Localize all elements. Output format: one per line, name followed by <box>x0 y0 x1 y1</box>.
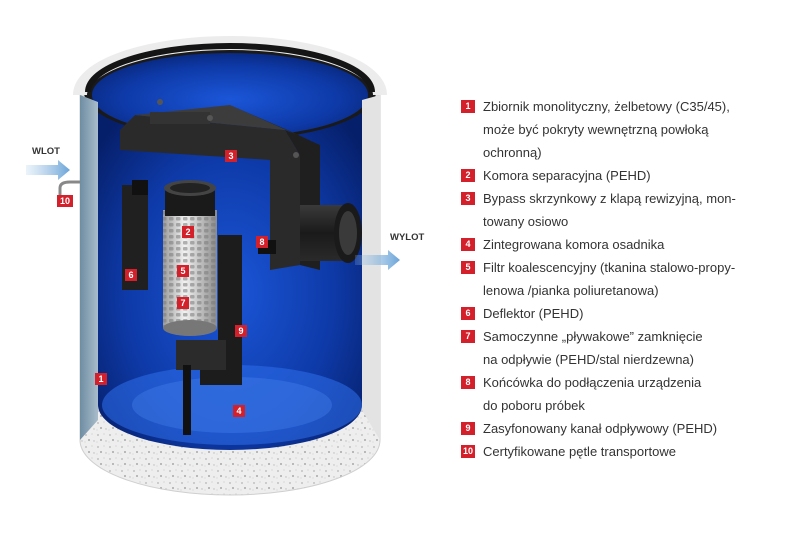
legend-list: 1 Zbiornik monolityczny, żelbetowy (C35/4… <box>461 95 791 463</box>
badge-4: 4 <box>233 405 245 417</box>
legend-text: Komora separacyjna (PEHD) <box>483 168 651 183</box>
coalescing-filter <box>163 180 217 336</box>
svg-text:3: 3 <box>228 151 233 161</box>
badge-1: 1 <box>95 373 107 385</box>
legend-number: 2 <box>461 169 475 182</box>
separator-diagram: WLOT WYLOT 1 2 3 4 5 6 7 8 9 10 <box>26 36 424 496</box>
legend-text: towany osiowo <box>483 214 569 229</box>
legend-item-1: 1 Zbiornik monolityczny, żelbetowy (C35/4… <box>461 95 791 164</box>
legend-number: 7 <box>461 330 475 343</box>
legend-item-2: 2 Komora separacyjna (PEHD) <box>461 164 791 187</box>
badge-8: 8 <box>256 236 268 248</box>
siphon-channel <box>176 235 242 435</box>
svg-text:7: 7 <box>180 298 185 308</box>
legend-number: 1 <box>461 100 475 113</box>
legend-text: do poboru próbek <box>483 398 585 413</box>
legend-text: Samoczynne „pływakowe” zamknięcie <box>483 329 703 344</box>
legend-text: Końcówka do podłączenia urządzenia <box>483 375 702 390</box>
legend-item-3: 3 Bypass skrzynkowy z klapą rewizyjną, mo… <box>461 187 791 233</box>
legend-item-9: 9 Zasyfonowany kanał odpływowy (PEHD) <box>461 417 791 440</box>
legend-item-10: 10 Certyfikowane pętle transportowe <box>461 440 791 463</box>
legend-number: 8 <box>461 376 475 389</box>
badge-3: 3 <box>225 150 237 162</box>
svg-text:2: 2 <box>185 227 190 237</box>
badge-10: 10 <box>57 195 73 207</box>
legend-text: Zbiornik monolityczny, żelbetowy (C35/45… <box>483 99 730 114</box>
legend-text: Zasyfonowany kanał odpływowy (PEHD) <box>483 421 718 436</box>
inlet-label: WLOT <box>32 146 60 157</box>
legend-text: może być pokryty wewnętrzną powłoką <box>483 122 709 137</box>
legend-item-5: 5 Filtr koalescencyjny (tkanina stalowo-p… <box>461 256 791 302</box>
svg-text:4: 4 <box>236 406 241 416</box>
legend-item-8: 8 Końcówka do podłączenia urządzenia do po… <box>461 371 791 417</box>
legend-number: 5 <box>461 261 475 274</box>
legend-number: 10 <box>461 445 475 458</box>
legend-item-4: 4 Zintegrowana komora osadnika <box>461 233 791 256</box>
legend-number: 4 <box>461 238 475 251</box>
inlet-arrow <box>26 160 70 180</box>
outlet-label: WYLOT <box>390 232 424 243</box>
legend-text: lenowa /pianka poliuretanowa) <box>483 283 659 298</box>
svg-text:1: 1 <box>98 374 103 384</box>
legend-text: Zintegrowana komora osadnika <box>483 237 665 252</box>
tank-rim <box>73 36 387 96</box>
svg-text:9: 9 <box>238 326 243 336</box>
svg-text:5: 5 <box>180 266 185 276</box>
outlet-pipe <box>258 203 362 263</box>
badge-2: 2 <box>182 226 194 238</box>
legend-text: Certyfikowane pętle transportowe <box>483 444 676 459</box>
legend-text: Filtr koalescencyjny (tkanina stalowo-pr… <box>483 260 736 275</box>
svg-text:10: 10 <box>60 196 70 206</box>
badge-7: 7 <box>177 297 189 309</box>
legend-item-7: 7 Samoczynne „pływakowe” zamknięcie na odp… <box>461 325 791 371</box>
legend-text: Deflektor (PEHD) <box>483 306 584 321</box>
svg-text:6: 6 <box>128 270 133 280</box>
badge-6: 6 <box>125 269 137 281</box>
svg-text:8: 8 <box>259 237 264 247</box>
bypass-box <box>120 99 320 270</box>
legend-text: na odpływie (PEHD/stal nierdzewna) <box>483 352 694 367</box>
legend-number: 9 <box>461 422 475 435</box>
legend-number: 3 <box>461 192 475 205</box>
legend-text: Bypass skrzynkowy z klapą rewizyjną, mon… <box>483 191 736 206</box>
outlet-arrow <box>355 250 400 270</box>
legend-number: 6 <box>461 307 475 320</box>
legend-item-6: 6 Deflektor (PEHD) <box>461 302 791 325</box>
badge-9: 9 <box>235 325 247 337</box>
legend-text: ochronną) <box>483 145 542 160</box>
transport-loop <box>58 180 80 198</box>
badge-5: 5 <box>177 265 189 277</box>
